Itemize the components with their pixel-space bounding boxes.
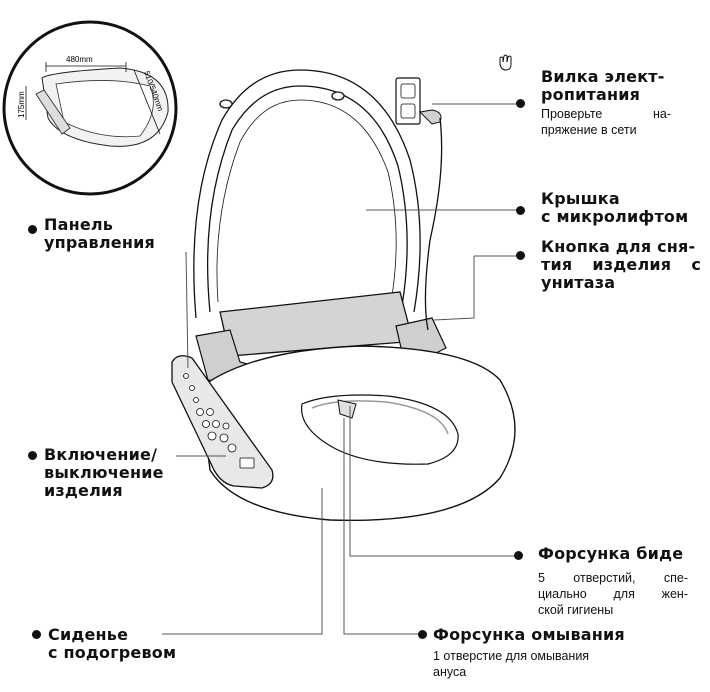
release-label-line1: Кнопка для сня- (541, 237, 696, 256)
power-label: Включение/ выключение изделия (44, 446, 164, 500)
seat-label-line1: Сиденье (48, 625, 129, 644)
seat-drawing (199, 345, 516, 522)
power-dot (28, 451, 37, 460)
dimension-inset: 480mm 510/540mm 175mm (2, 20, 178, 196)
plug-label-line2: ропитания (541, 85, 641, 104)
power-label-line2: выключение (44, 463, 164, 482)
seat-dot (32, 630, 41, 639)
plug-label: Вилка элект- ропитания (541, 68, 665, 104)
bidet-nozzle-label: Форсунка биде (538, 544, 684, 563)
wash-note: 1 отверстие для омывания ануса (433, 648, 643, 680)
plug-note-line1: Проверьте на- (541, 107, 671, 121)
plug-note: Проверьте на- пряжение в сети (541, 106, 671, 138)
lid-label: Крышка с микролифтом (541, 190, 688, 226)
panel-label-line2: управления (44, 233, 155, 252)
lid-dot (516, 206, 525, 215)
wash-nozzle-label: Форсунка омывания (433, 625, 625, 644)
dim-height: 175mm (17, 91, 26, 118)
control-panel-label: Панель управления (44, 216, 155, 252)
release-label-line2: тия изделия с (541, 255, 701, 274)
wash-dot (418, 630, 427, 639)
panel-label-line1: Панель (44, 215, 114, 234)
leader-lines (162, 103, 520, 635)
bidet-note-line1: 5 отверстий, спе- (538, 571, 688, 585)
plug-note-line2: пряжение в сети (541, 123, 637, 137)
lid-label-line1: Крышка (541, 189, 620, 208)
power-label-line1: Включение/ (44, 445, 158, 464)
power-label-line3: изделия (44, 481, 123, 500)
lid-label-line2: с микролифтом (541, 207, 689, 226)
seat-label-line2: с подогревом (48, 643, 177, 662)
release-button-label: Кнопка для сня- тия изделия с унитаза (541, 238, 701, 292)
heated-seat-label: Сиденье с подогревом (48, 626, 176, 662)
wash-note-line2: ануса (433, 665, 467, 679)
bidet-note-line3: ской гигиены (538, 603, 614, 617)
release-label-line3: унитаза (541, 273, 616, 292)
plug-label-line1: Вилка элект- (541, 67, 665, 86)
dim-width: 480mm (66, 55, 93, 64)
bidet-note-line2: циально для жен- (538, 587, 688, 601)
hand-cursor-icon (499, 54, 512, 71)
panel-dot (28, 225, 37, 234)
control-panel-drawing (171, 355, 274, 489)
release-dot (516, 251, 525, 260)
plug-dot (516, 99, 525, 108)
wall-socket (395, 77, 443, 331)
lid-drawing (193, 69, 421, 319)
bidet-dot (514, 551, 523, 560)
wash-note-line1: 1 отверстие для омывания (433, 649, 590, 663)
bidet-note: 5 отверстий, спе- циально для жен- ской … (538, 570, 688, 618)
